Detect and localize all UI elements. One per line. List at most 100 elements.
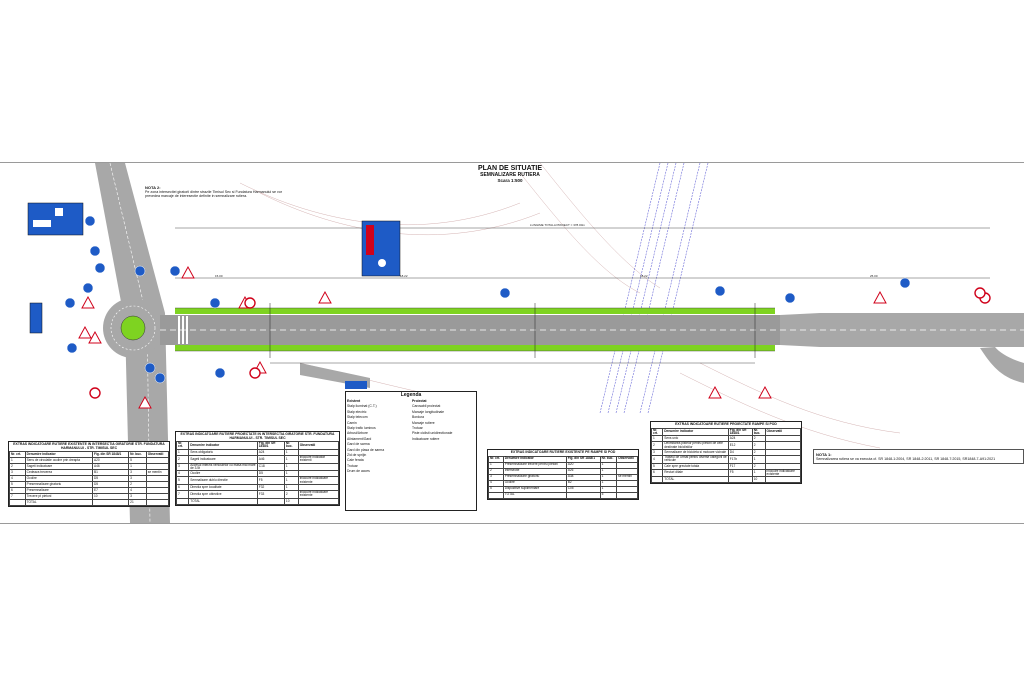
table-cell: 3 <box>175 462 190 472</box>
blue-sign-icon <box>714 285 726 297</box>
warning-sign-icon <box>78 325 92 339</box>
table-cell: F33 <box>256 490 285 499</box>
direction-panel-center <box>345 220 401 389</box>
table-cell: 2 <box>175 454 190 464</box>
legend-item: Stalp trafic luminos <box>347 425 376 430</box>
legend-item: Gard din plasa de sarma <box>347 447 385 452</box>
main-road <box>160 303 1024 358</box>
table-caption: EXTRAS INDICATOARE RUTIERE PROIECTATE IN… <box>180 432 335 440</box>
table-cell <box>297 497 340 505</box>
table-cell <box>764 476 802 484</box>
legend-box: Legenda Existent Stalp iluminat (C.T.)St… <box>345 391 477 511</box>
blue-sign-icon <box>134 265 146 277</box>
table-cell: A24 <box>727 435 753 443</box>
table-cell: Resturi ditale <box>662 468 729 478</box>
site-plan-drawing <box>27 163 1024 523</box>
table-cell <box>488 491 504 499</box>
legend-item: Zid de sprijin <box>347 452 367 457</box>
table-cell: Sageti indicatoare <box>188 454 258 464</box>
warning-sign-icon <box>181 265 195 279</box>
table-cell <box>565 491 601 499</box>
blue-sign-icon <box>154 372 166 384</box>
table-cell <box>650 476 664 484</box>
legend-item: Aliniament/Gard <box>347 436 372 441</box>
table-header-cell: Fig. din SR 1848/1 <box>256 441 285 450</box>
table-existing-ramps: EXTRAS INDICATOARE RUTIERE EXISTENTE PE … <box>487 449 639 500</box>
legend-item: Cale ferata <box>347 458 364 463</box>
table-cell: inlocuire indicatoare existente <box>297 490 340 499</box>
prohibition-sign-icon <box>89 387 101 399</box>
table-header-cell: Observatii <box>297 441 340 450</box>
table-header-cell: Denumire indicator <box>662 427 729 437</box>
dimension-lines <box>175 227 990 364</box>
table-cell: 5 <box>650 462 664 470</box>
table-cell: 1 <box>283 476 299 485</box>
dimension-label-2: 18.22 <box>400 274 408 278</box>
dimension-label-3: 18.22 <box>640 274 648 278</box>
table-cell: 1 <box>751 468 766 478</box>
warning-sign-icon <box>873 290 887 304</box>
table-cell: Delimitarea pistelor pentru pietoni de c… <box>662 441 729 450</box>
table-cell <box>297 470 340 478</box>
note-2: NOTA 2: Pe zona intersectiei giratorii d… <box>145 185 285 198</box>
title-line2: SEMNALIZARE RUTIERA <box>480 172 540 178</box>
prohibition-sign-icon <box>249 367 261 379</box>
table-cell: inlocuire indicatoare existente <box>764 468 802 478</box>
blue-sign-icon <box>144 362 156 374</box>
legend-item: Marcaje rutiere <box>412 420 435 425</box>
table-cell: Traseul de urmat pentru diverse categori… <box>662 455 729 464</box>
direction-panel-left <box>27 202 84 334</box>
drawing-title: PLAN DE SITUATIE SEMNALIZARE RUTIERA Sca… <box>440 165 580 183</box>
legend-item: Arbust/Arbore <box>347 431 368 436</box>
table-caption: EXTRAS INDICATOARE RUTIERE EXISTENTE IN … <box>13 442 165 450</box>
table-cell: inlocuire indicatori existenti <box>297 454 340 464</box>
roundabout <box>103 298 163 358</box>
warning-sign-icon <box>81 295 95 309</box>
table-cell: inlocuire indicatoare existente <box>297 476 340 485</box>
warning-sign-icon <box>758 385 772 399</box>
table-cell: 1 <box>283 454 299 464</box>
legend-item: Camin <box>347 420 357 425</box>
table-cell: 10 <box>751 476 766 484</box>
note-1-text: Semnalizarea rutiera se va executa cf. S… <box>816 457 996 461</box>
table-cell: 3 <box>650 449 664 456</box>
table-projected-ramps: EXTRAS INDICATOARE RUTIERE PROIECTATE RA… <box>650 421 802 485</box>
table-cell: 2 <box>283 490 299 499</box>
table-cell: TOTAL <box>502 491 567 499</box>
table-cell <box>256 497 285 505</box>
table-cell: Accesul interzis vehiculelor cu masa mai… <box>188 462 258 472</box>
legend-item: Trotuar <box>412 425 423 430</box>
table-cell <box>616 491 638 499</box>
table-header-cell: Observatii <box>764 427 802 437</box>
table-cell: 6 <box>650 468 664 478</box>
warning-sign-icon <box>88 330 102 344</box>
project-length-label: LUNGIME TOTALA PROIECT = 378.00m <box>530 223 585 227</box>
table-cell: Semnalizare dublu directie <box>188 476 258 485</box>
table-cell: A46 <box>256 454 285 464</box>
prohibition-sign-icon <box>244 297 256 309</box>
table-cell <box>297 448 340 456</box>
blue-sign-icon <box>784 292 796 304</box>
table-header-cell: Nr. buc. <box>751 427 766 437</box>
table-cell: A24 <box>256 448 285 456</box>
table-cell: 4 <box>175 470 190 478</box>
table-cell: 1 <box>650 435 664 443</box>
table-projected-roundabout: EXTRAS INDICATOARE RUTIERE PROIECTATE IN… <box>175 431 340 506</box>
legend-item: Carosabil proiectat <box>412 404 441 409</box>
table-cell: TOTAL <box>24 499 93 507</box>
table-cell: 2 <box>650 441 664 450</box>
table-cell <box>145 499 170 507</box>
